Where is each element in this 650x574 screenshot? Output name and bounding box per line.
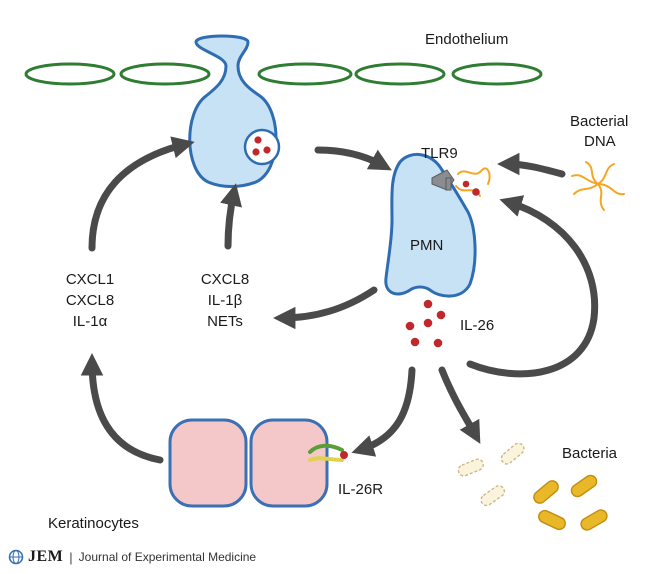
dead-bacterium-icon xyxy=(480,485,506,507)
left-mediator-3: IL-1α xyxy=(73,313,108,330)
keratinocyte-left xyxy=(168,418,248,508)
il26-dot xyxy=(254,136,262,144)
il26-label: IL-26 xyxy=(460,317,494,334)
bacterial-dna-icon xyxy=(571,161,625,211)
arrow-dna-to-pmn xyxy=(497,152,566,178)
live-bacteria xyxy=(533,474,608,531)
endothelial-cell xyxy=(354,62,446,86)
dead-bacterium-icon xyxy=(457,458,484,477)
il26-dot xyxy=(252,148,260,156)
il26-dot xyxy=(405,321,415,331)
il26-dot xyxy=(472,188,480,196)
pmn-cell xyxy=(384,153,477,298)
endothelial-cell xyxy=(257,62,353,86)
tlr9-label: TLR9 xyxy=(421,145,458,162)
endothelial-cell xyxy=(451,62,543,86)
left-mediator-list: CXCL1 CXCL8 IL-1α xyxy=(66,271,114,330)
il26r-label: IL-26R xyxy=(338,481,383,498)
il26-dot xyxy=(263,146,271,154)
pmn-label: PMN xyxy=(410,237,443,254)
footer-journal-name: Journal of Experimental Medicine xyxy=(78,550,257,564)
vesicle-il26-dots xyxy=(252,136,271,156)
footer-brand: JEM xyxy=(28,548,64,565)
keratinocytes-label: Keratinocytes xyxy=(48,515,139,532)
arrow-keratinocyte-to-chemokines xyxy=(80,353,164,464)
bacterium-icon xyxy=(570,474,598,498)
tlr9-receptor-icon xyxy=(431,169,455,191)
arrow-mediators-to-vessel xyxy=(220,183,243,250)
arrow-il26-to-bacteria xyxy=(438,366,481,444)
bacterium-icon xyxy=(580,509,608,531)
arrow-chemokines-to-vessel xyxy=(88,136,195,252)
endothelium-label: Endothelium xyxy=(425,31,508,48)
bacterium-icon xyxy=(533,480,559,504)
il26-dot xyxy=(423,318,433,328)
jem-globe-icon xyxy=(8,549,24,565)
arrow-pmn-to-mediators xyxy=(273,286,378,330)
il26-dot xyxy=(433,338,443,348)
center-mediator-1: CXCL8 xyxy=(201,271,249,288)
footer-credit: JEM | Journal of Experimental Medicine xyxy=(8,548,256,566)
keratinocyte-right xyxy=(249,418,329,508)
dead-bacterium-icon xyxy=(500,442,525,465)
center-mediator-3: NETs xyxy=(207,313,243,330)
footer-separator: | xyxy=(69,549,73,565)
left-mediator-1: CXCL1 xyxy=(66,271,114,288)
arrow-vessel-to-pmn xyxy=(314,146,392,171)
pathway-arrows xyxy=(80,136,599,464)
granule-vesicle xyxy=(243,128,281,166)
endothelium-cells xyxy=(24,62,543,86)
il26-dot xyxy=(340,451,348,459)
il26-dot xyxy=(423,299,433,309)
dead-bacteria xyxy=(457,442,525,507)
endothelial-cell xyxy=(119,62,211,86)
bacterial-dna-label-line1: Bacterial xyxy=(570,113,628,130)
arrow-il26-loop-to-pmn xyxy=(466,195,599,378)
endothelial-cell xyxy=(24,62,116,86)
il26-dot xyxy=(436,310,446,320)
il26-secreted-dots xyxy=(405,299,446,348)
arrow-il26-to-receptor xyxy=(351,366,416,457)
center-mediator-2: IL-1β xyxy=(208,292,243,309)
bacterium-icon xyxy=(538,509,566,531)
bacteria-label: Bacteria xyxy=(562,445,618,462)
il26r-receptor-icon xyxy=(308,443,344,462)
bacterial-dna-label-line2: DNA xyxy=(584,133,616,150)
il26-dot xyxy=(410,337,420,347)
left-mediator-2: CXCL8 xyxy=(66,292,114,309)
center-mediator-list: CXCL8 IL-1β NETs xyxy=(201,271,249,330)
il26-dot xyxy=(462,180,470,188)
